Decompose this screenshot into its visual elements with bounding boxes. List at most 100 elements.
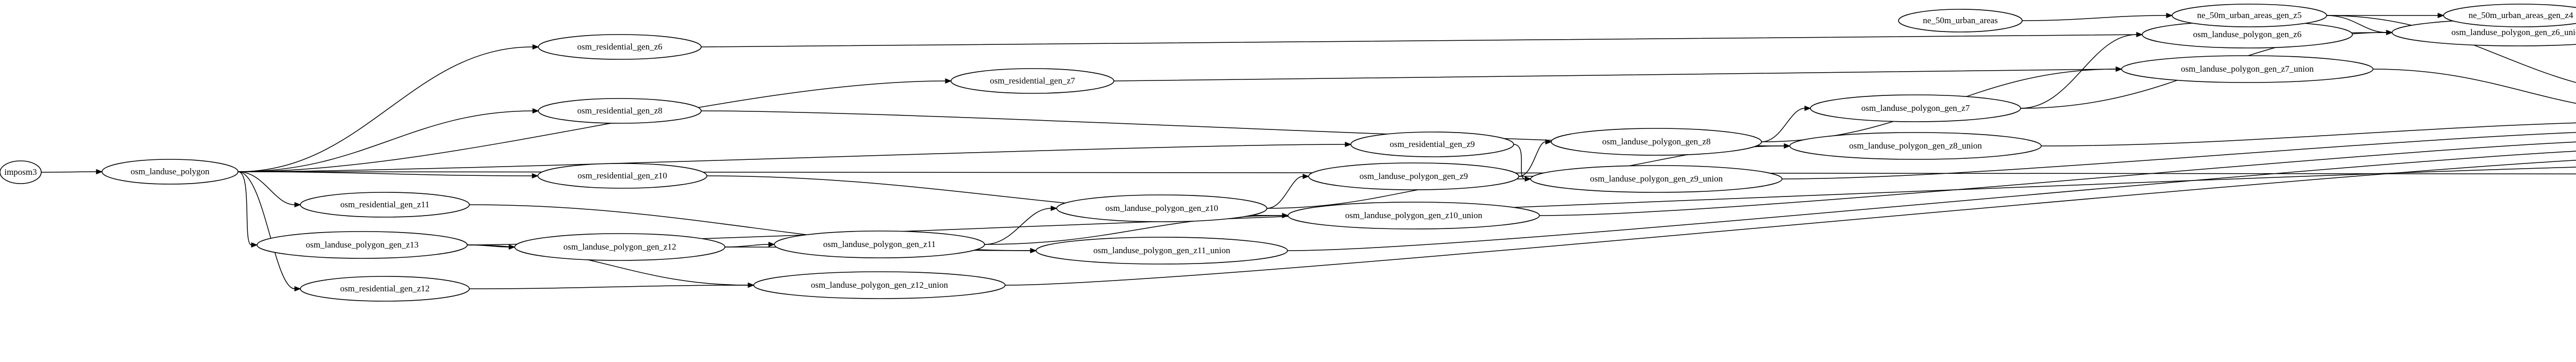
- edge-osm_landuse_polygon--osm_residential_gen_z12: [238, 171, 295, 289]
- edge-osm_landuse_polygon_gen_z9--osm_landuse_polygon_gen_z8: [1518, 141, 1546, 177]
- edge-osm_landuse_polygon_gen_z11--osm_landuse_polygon_gen_z10: [984, 208, 1052, 245]
- node-shape: [1308, 162, 1519, 190]
- edge-osm_residential_gen_z9--osm_landuse_polygon_gen_z9_union: [1513, 144, 1526, 179]
- node-shape: [951, 68, 1114, 94]
- node-label: osm_landuse_polygon_gen_z10: [1105, 203, 1218, 213]
- node-imposm3[interactable]: imposm3: [0, 160, 42, 184]
- edge-ne_50m_urban_areas--ne_50m_urban_areas_gen_z5: [2022, 15, 2167, 21]
- node-ne_50m_urban_areas_gen_z5[interactable]: ne_50m_urban_areas_gen_z5: [2172, 4, 2327, 27]
- node-osm_landuse_polygon_gen_z10_union[interactable]: osm_landuse_polygon_gen_z10_union: [1287, 202, 1540, 229]
- node-osm_residential_gen_z12[interactable]: osm_residential_gen_z12: [300, 276, 470, 302]
- node-label: ne_50m_urban_areas_gen_z5: [2197, 10, 2302, 20]
- node-shape: [2172, 4, 2327, 27]
- node-shape: [1530, 165, 1783, 193]
- edge-osm_landuse_polygon--osm_residential_gen_z6: [238, 46, 533, 172]
- node-ne_50m_urban_areas_gen_z4[interactable]: ne_50m_urban_areas_gen_z4: [2443, 4, 2576, 27]
- node-osm_landuse_polygon_gen_z12[interactable]: osm_landuse_polygon_gen_z12: [514, 233, 725, 261]
- node-label: osm_residential_gen_z7: [990, 76, 1075, 86]
- edge-arrowhead: [945, 78, 952, 84]
- node-osm_landuse_polygon_gen_z9[interactable]: osm_landuse_polygon_gen_z9: [1308, 162, 1519, 190]
- edge-osm_residential_gen_z6--osm_landuse_polygon_gen_z6_union: [701, 32, 2387, 47]
- node-shape: [300, 276, 470, 302]
- edge-arrowhead: [1302, 173, 1310, 179]
- edge-arrowhead: [2437, 12, 2445, 19]
- edge-osm_landuse_polygon_gen_z12--osm_landuse_polygon_gen_z11: [724, 244, 769, 248]
- node-osm_landuse_polygon_gen_z8_union[interactable]: osm_landuse_polygon_gen_z8_union: [1789, 132, 2042, 160]
- edge-arrowhead: [294, 286, 301, 292]
- node-osm_landuse_polygon[interactable]: osm_landuse_polygon: [101, 159, 239, 185]
- node-label: ne_50m_urban_areas_gen_z4: [2469, 10, 2573, 20]
- edge-arrowhead: [1345, 141, 1352, 147]
- node-shape: [753, 271, 1006, 299]
- node-osm_landuse_polygon_gen_z7[interactable]: osm_landuse_polygon_gen_z7: [1810, 94, 2021, 122]
- node-osm_residential_gen_z10[interactable]: osm_residential_gen_z10: [537, 163, 707, 189]
- edge-arrowhead: [2386, 29, 2393, 36]
- edge-osm_landuse_polygon--osm_residential_gen_z7: [238, 80, 946, 172]
- node-label: osm_landuse_polygon_gen_z6: [2193, 29, 2302, 39]
- edge-osm_landuse_polygon_gen_z11_union--layer_landuse_z11: [1287, 151, 2576, 251]
- node-label: osm_landuse_polygon_gen_z9: [1360, 171, 1468, 181]
- edge-osm_landuse_polygon_gen_z7--osm_landuse_polygon_gen_z6: [2020, 34, 2137, 109]
- node-osm_landuse_polygon_gen_z8[interactable]: osm_landuse_polygon_gen_z8: [1551, 128, 1762, 156]
- node-label: osm_landuse_polygon_gen_z8_union: [1849, 141, 1982, 151]
- node-osm_residential_gen_z7[interactable]: osm_residential_gen_z7: [951, 68, 1114, 94]
- node-label: osm_landuse_polygon: [131, 167, 210, 176]
- edge-arrowhead: [2166, 12, 2173, 19]
- node-shape: [101, 159, 239, 185]
- node-label: osm_landuse_polygon_gen_z7_union: [2181, 64, 2314, 74]
- node-osm_residential_gen_z6[interactable]: osm_residential_gen_z6: [538, 34, 702, 60]
- edge-osm_landuse_polygon_gen_z12_union--layer_landuse_z12: [1005, 159, 2576, 286]
- node-osm_landuse_polygon_gen_z13[interactable]: osm_landuse_polygon_gen_z13: [257, 231, 468, 259]
- node-label: osm_residential_gen_z8: [577, 106, 662, 116]
- edge-arrowhead: [1050, 205, 1058, 211]
- node-layer: imposm3 osm_landuse_polygon osm_residentia…: [0, 4, 2576, 302]
- node-osm_landuse_polygon_gen_z6[interactable]: osm_landuse_polygon_gen_z6: [2142, 21, 2353, 48]
- node-label: osm_landuse_polygon_gen_z11_union: [1093, 245, 1230, 255]
- node-osm_landuse_polygon_gen_z9_union[interactable]: osm_landuse_polygon_gen_z9_union: [1530, 165, 1783, 193]
- edge-ne_50m_urban_areas_gen_z5--layer_landuse_z5: [2326, 15, 2576, 83]
- node-shape: [0, 160, 42, 184]
- node-shape: [2443, 4, 2576, 27]
- node-ne_50m_urban_areas[interactable]: ne_50m_urban_areas: [1898, 9, 2023, 32]
- edge-arrowhead: [748, 282, 755, 288]
- edge-arrowhead: [251, 242, 258, 248]
- node-osm_residential_gen_z9[interactable]: osm_residential_gen_z9: [1350, 131, 1514, 157]
- edge-arrowhead: [294, 202, 301, 208]
- edge-osm_landuse_polygon--osm_landuse_polygon_gen_z13: [238, 171, 252, 245]
- node-shape: [1898, 9, 2023, 32]
- node-shape: [1810, 94, 2021, 122]
- edge-arrowhead: [1524, 176, 1532, 182]
- edge-osm_landuse_polygon_gen_z10--osm_landuse_polygon_gen_z9: [1266, 176, 1303, 209]
- node-label: osm_residential_gen_z12: [340, 284, 430, 293]
- edge-arrowhead: [2115, 66, 2123, 72]
- node-label: osm_landuse_polygon_gen_z10_union: [1345, 210, 1483, 220]
- node-osm_landuse_polygon_gen_z10[interactable]: osm_landuse_polygon_gen_z10: [1056, 194, 1267, 222]
- node-shape: [1350, 131, 1514, 157]
- edge-arrowhead: [1545, 139, 1552, 145]
- node-osm_landuse_polygon_gen_z11_union[interactable]: osm_landuse_polygon_gen_z11_union: [1036, 237, 1288, 265]
- node-osm_landuse_polygon_gen_z7_union[interactable]: osm_landuse_polygon_gen_z7_union: [2121, 55, 2374, 83]
- node-label: osm_landuse_polygon_gen_z13: [306, 240, 418, 250]
- edge-arrowhead: [1030, 248, 1037, 254]
- edge-ne_50m_urban_areas_gen_z5--osm_landuse_polygon_gen_z6_union: [2326, 15, 2387, 33]
- edge-osm_landuse_polygon_gen_z9_union--layer_landuse_z9: [1782, 132, 2576, 179]
- node-osm_landuse_polygon_gen_z11[interactable]: osm_landuse_polygon_gen_z11: [774, 231, 985, 258]
- node-osm_residential_gen_z8[interactable]: osm_residential_gen_z8: [538, 98, 702, 124]
- edge-osm_landuse_polygon_gen_z8_union--layer_landuse_z8: [2041, 122, 2576, 146]
- node-shape: [537, 163, 707, 189]
- edge-arrowhead: [532, 108, 539, 114]
- node-shape: [1036, 237, 1288, 265]
- node-label: osm_landuse_polygon_gen_z12_union: [811, 280, 948, 290]
- edge-osm_landuse_polygon_gen_z10_union--layer_landuse_z10: [1539, 141, 2576, 216]
- node-label: osm_residential_gen_z9: [1389, 139, 1475, 149]
- edge-arrowhead: [1282, 212, 1289, 219]
- node-label: osm_landuse_polygon_gen_z7: [1861, 103, 1970, 113]
- edge-osm_residential_gen_z7--osm_landuse_polygon_gen_z7_union: [1113, 69, 2116, 81]
- node-osm_residential_gen_z11[interactable]: osm_residential_gen_z11: [300, 192, 470, 218]
- node-shape: [774, 231, 985, 258]
- edge-osm_landuse_polygon_gen_z7_union--layer_landuse_z7: [2372, 69, 2576, 104]
- edge-osm_landuse_polygon_gen_z13--osm_landuse_polygon_gen_z12_union: [467, 244, 749, 286]
- node-osm_landuse_polygon_gen_z12_union[interactable]: osm_landuse_polygon_gen_z12_union: [753, 271, 1006, 299]
